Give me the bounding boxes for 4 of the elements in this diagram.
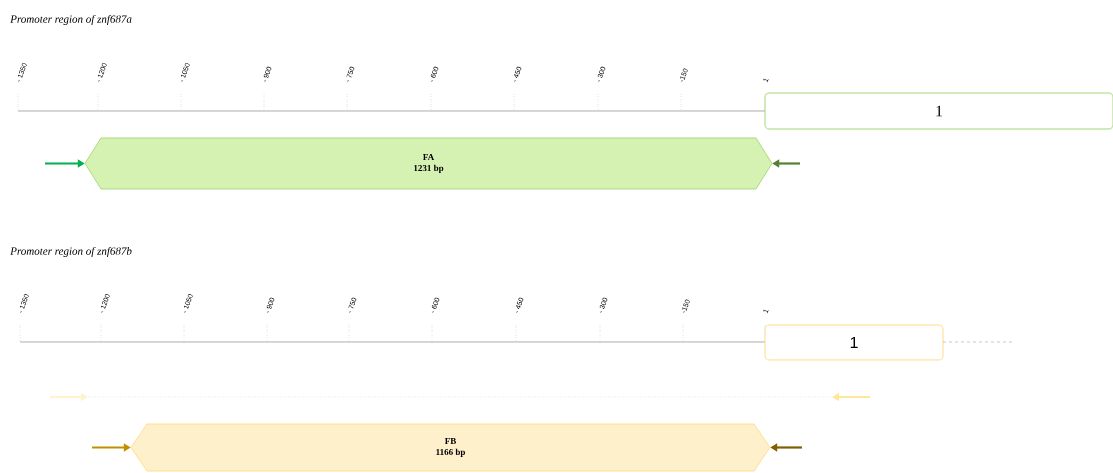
- panel-heading: Promoter region of znf687a: [10, 14, 132, 26]
- panel-heading: Promoter region of znf687b: [10, 246, 132, 258]
- exon-box: 1: [764, 324, 944, 361]
- exon-box: 1: [764, 92, 1113, 130]
